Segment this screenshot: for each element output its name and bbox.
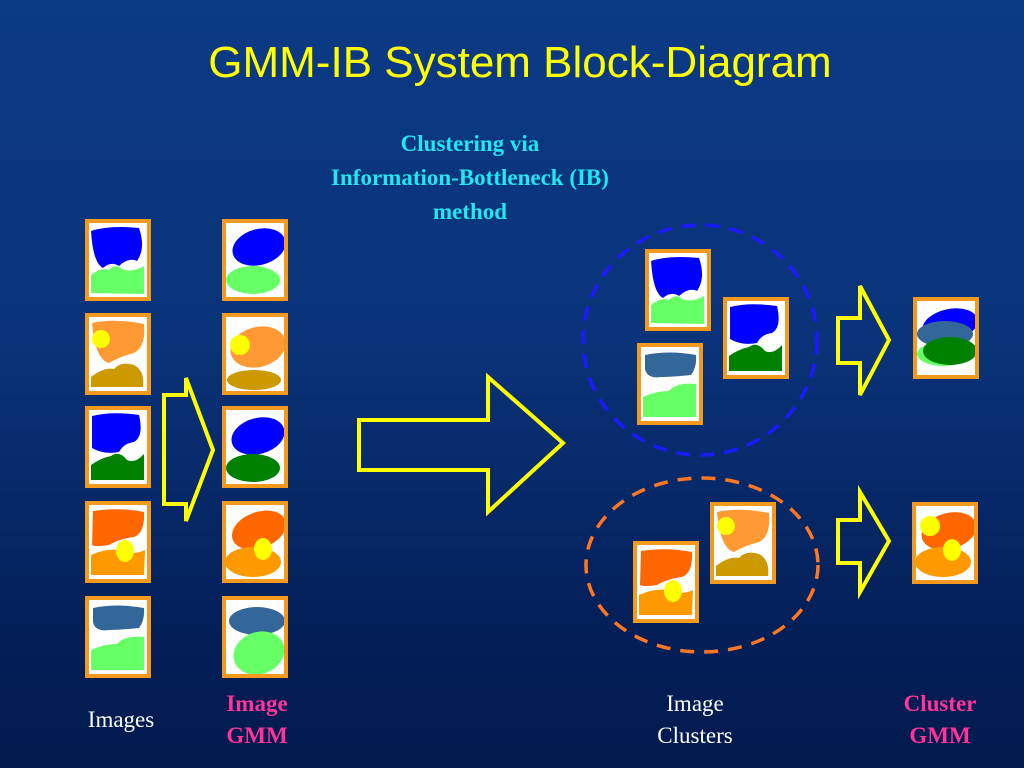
- caption-line-1: Clustering via: [400, 131, 540, 156]
- image-gmm-label: Image GMM: [200, 688, 314, 752]
- image-gmm-label-line-1: Image: [226, 691, 288, 716]
- slide-title: GMM-IB System Block-Diagram: [208, 38, 832, 87]
- cluster-1-member-image[interactable]: [645, 249, 711, 331]
- image-clusters-label-line-2: Clusters: [657, 723, 733, 748]
- cluster-1-boundary: [581, 223, 819, 457]
- landscape-image-icon: [91, 509, 145, 575]
- image-thumbnail[interactable]: [85, 501, 151, 583]
- arrow-cluster2-to-gmm-icon: [836, 484, 892, 600]
- caption-line-3: method: [432, 199, 508, 224]
- image-gmm-label-line-2: GMM: [226, 723, 288, 748]
- image-thumbnail[interactable]: [85, 406, 151, 488]
- cluster-2-member-image[interactable]: [633, 541, 699, 623]
- image-thumbnail[interactable]: [85, 219, 151, 301]
- cluster-gmm-label-line-2: GMM: [909, 723, 971, 748]
- cluster-gmm-label-line-1: Cluster: [903, 691, 977, 716]
- cluster-2-member-image[interactable]: [710, 502, 776, 584]
- cluster-1-gmm-thumbnail[interactable]: [913, 297, 979, 379]
- landscape-image-icon: [91, 605, 145, 670]
- cluster-1-member-image[interactable]: [723, 297, 789, 379]
- gmm-ellipses-icon: [227, 326, 284, 390]
- cluster-gmm-ellipses-icon: [916, 512, 974, 577]
- cluster-2-boundary: [584, 476, 820, 654]
- image-gmm-thumbnail[interactable]: [222, 596, 288, 678]
- gmm-ellipses-icon: [226, 417, 284, 482]
- landscape-image-icon: [716, 509, 770, 576]
- caption-line-2: Information-Bottleneck (IB): [331, 165, 609, 190]
- cluster-gmm-ellipses-icon: [917, 308, 975, 366]
- gmm-ellipses-icon: [226, 228, 284, 294]
- image-gmm-thumbnail[interactable]: [222, 501, 288, 583]
- image-gmm-thumbnail[interactable]: [222, 406, 288, 488]
- image-clusters-label: Image Clusters: [630, 688, 760, 752]
- landscape-image-icon: [91, 227, 144, 294]
- gmm-ellipses-icon: [229, 607, 284, 674]
- cluster-2-gmm-thumbnail[interactable]: [912, 502, 978, 584]
- landscape-image-icon: [643, 352, 697, 417]
- cluster-1-member-image[interactable]: [637, 343, 703, 425]
- landscape-image-icon: [91, 320, 145, 387]
- arrow-ib-clustering-icon: [357, 372, 566, 517]
- image-thumbnail[interactable]: [85, 596, 151, 678]
- landscape-image-icon: [639, 549, 693, 615]
- landscape-image-icon: [91, 413, 144, 480]
- image-gmm-thumbnail[interactable]: [222, 219, 288, 301]
- ib-method-caption: Clustering via Information-Bottleneck (I…: [270, 127, 670, 229]
- image-gmm-thumbnail[interactable]: [222, 313, 288, 395]
- images-label: Images: [70, 704, 172, 736]
- image-clusters-label-line-1: Image: [666, 691, 724, 716]
- landscape-image-icon: [651, 257, 704, 324]
- image-thumbnail[interactable]: [85, 313, 151, 395]
- images-label-text: Images: [87, 707, 155, 732]
- arrow-cluster1-to-gmm-icon: [836, 285, 892, 396]
- arrow-images-to-gmm-icon: [162, 377, 216, 522]
- cluster-gmm-label: Cluster GMM: [880, 688, 1000, 752]
- landscape-image-icon: [729, 304, 782, 371]
- gmm-ellipses-icon: [226, 510, 284, 577]
